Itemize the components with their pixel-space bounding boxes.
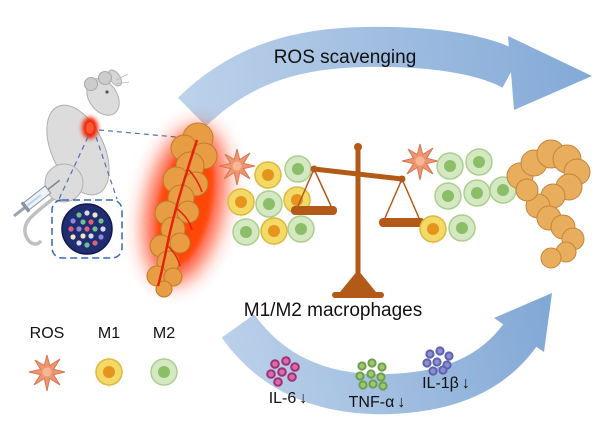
tnfa-text: TNF-α [349, 394, 395, 411]
m2-macrophage-icon [448, 214, 476, 242]
blood-vessels [156, 139, 203, 287]
m2-macrophage-icon [434, 182, 462, 210]
m2-macrophage-icon [463, 179, 491, 207]
nanoparticle-callout-box [51, 199, 123, 259]
il1b-label: IL-1β↓ [422, 375, 470, 392]
mouse-ear [84, 77, 98, 91]
legend-label-m1: M1 [98, 325, 120, 342]
m1-macrophage-icon [251, 159, 285, 193]
cell-cluster-left [218, 148, 315, 249]
m2-macrophage-icon [436, 152, 464, 180]
il1b-down-arrow-icon: ↓ [462, 375, 470, 392]
m1-macrophage-icon [92, 356, 126, 390]
m2-macrophage-icon [255, 190, 283, 218]
il6-text: IL-6 [269, 390, 297, 407]
m2-macrophage-icon [465, 148, 493, 176]
arrowhead-upright-icon [494, 293, 552, 352]
balance-pan-left [291, 206, 337, 215]
mouse-ear [98, 71, 112, 85]
mouse-tail [23, 191, 62, 246]
arrowhead-right-icon [508, 36, 592, 110]
legend-label-m2: M2 [153, 325, 175, 342]
m2-macrophage-icon [232, 218, 260, 246]
cytokine-il1b: IL-1β↓ [422, 346, 470, 392]
balance-pan-right [379, 218, 425, 227]
il6-label: IL-6↓ [269, 390, 308, 407]
tnfa-label: TNF-α↓ [349, 394, 406, 411]
macrophage-balance-arrow: M1/M2 macrophages [221, 293, 552, 415]
nanoparticle-icon [61, 203, 113, 255]
healthy-pancreas-illustration [506, 139, 591, 269]
callout-lines [58, 129, 177, 200]
ros-burst-icon [28, 354, 66, 392]
ros-burst-icon [401, 143, 439, 181]
bottom-arrow-label: M1/M2 macrophages [244, 300, 422, 321]
il1b-text: IL-1β [422, 375, 459, 392]
il6-down-arrow-icon: ↓ [299, 390, 307, 407]
mouse-eye [105, 90, 109, 94]
legend-label-ros: ROS [30, 325, 65, 342]
mouse-illustration [23, 69, 130, 246]
m1-macrophage-icon [257, 215, 291, 249]
ros-scavenging-arrow: ROS scavenging [177, 26, 592, 127]
syringe-icon [13, 179, 61, 218]
cell-cluster-right [401, 143, 517, 247]
m2-macrophage-icon [287, 215, 315, 243]
inflamed-pancreas-illustration [144, 122, 226, 298]
cytokine-il6: IL-6↓ [266, 356, 308, 407]
balance-scale-icon [291, 143, 425, 298]
m2-macrophage-icon [150, 358, 178, 386]
tnfa-down-arrow-icon: ↓ [397, 394, 405, 411]
m1-macrophage-icon [224, 186, 258, 220]
cytokine-tnfa: TNF-α↓ [349, 358, 406, 411]
legend: ROS M1 M2 [28, 325, 178, 392]
m2-macrophage-icon [284, 155, 312, 183]
top-arrow-label: ROS scavenging [274, 47, 417, 68]
